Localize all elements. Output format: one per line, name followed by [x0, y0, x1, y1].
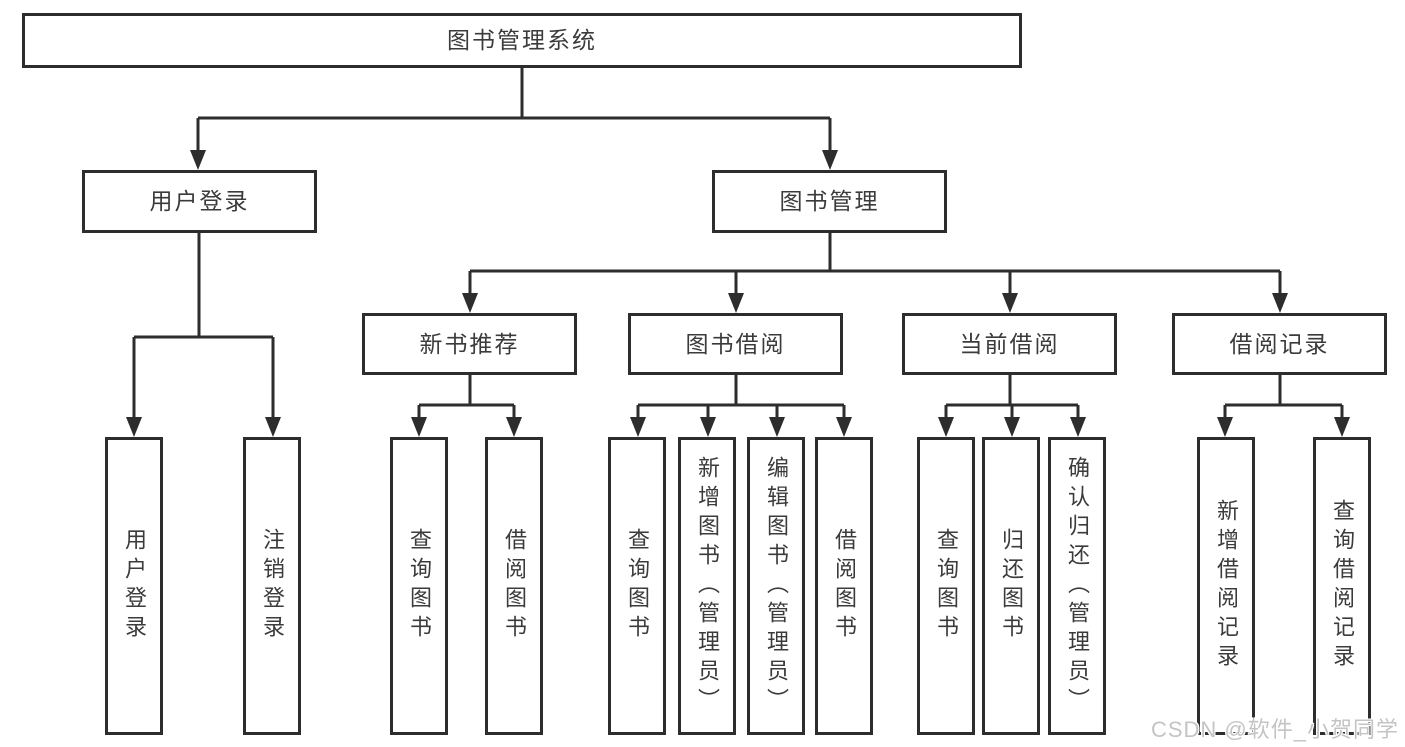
node-current-borrow: 当前借阅	[902, 313, 1117, 375]
node-borrow-query-books-label: 查询图书	[625, 528, 650, 644]
node-add-borrow-record: 新增借阅记录	[1197, 437, 1255, 735]
node-borrow-borrow-books: 借阅图书	[815, 437, 873, 735]
node-current-borrow-label: 当前借阅	[959, 330, 1060, 357]
node-edit-books-admin-label: 编辑图书（管理员）	[764, 455, 789, 717]
node-return-books: 归还图书	[982, 437, 1040, 735]
node-return-books-label: 归还图书	[999, 528, 1024, 644]
node-book-management-label: 图书管理	[779, 188, 880, 214]
node-add-borrow-record-label: 新增借阅记录	[1214, 499, 1239, 673]
node-current-query-books-label: 查询图书	[934, 528, 959, 644]
node-user-login-action: 用户登录	[105, 437, 163, 735]
node-book-borrow: 图书借阅	[628, 313, 843, 375]
node-query-borrow-record-label: 查询借阅记录	[1330, 499, 1355, 673]
node-user-login-action-label: 用户登录	[122, 528, 147, 644]
node-recommend-query-books: 查询图书	[390, 437, 448, 735]
node-add-books-admin: 新增图书（管理员）	[678, 437, 736, 735]
node-new-book-recommend-label: 新书推荐	[419, 330, 520, 357]
node-query-borrow-record: 查询借阅记录	[1313, 437, 1371, 735]
node-borrow-records: 借阅记录	[1172, 313, 1387, 375]
node-recommend-query-books-label: 查询图书	[407, 528, 432, 644]
node-confirm-return-admin: 确认归还（管理员）	[1048, 437, 1106, 735]
node-recommend-borrow-books-label: 借阅图书	[502, 528, 527, 644]
node-edit-books-admin: 编辑图书（管理员）	[747, 437, 805, 735]
node-book-management: 图书管理	[712, 170, 947, 233]
node-current-query-books: 查询图书	[917, 437, 975, 735]
node-logout-action: 注销登录	[243, 437, 301, 735]
node-library-system: 图书管理系统	[22, 13, 1022, 68]
node-borrow-records-label: 借阅记录	[1229, 330, 1330, 357]
node-recommend-borrow-books: 借阅图书	[485, 437, 543, 735]
node-borrow-query-books: 查询图书	[608, 437, 666, 735]
node-logout-action-label: 注销登录	[260, 528, 285, 644]
node-borrow-borrow-books-label: 借阅图书	[832, 528, 857, 644]
node-confirm-return-admin-label: 确认归还（管理员）	[1065, 455, 1090, 717]
node-user-login: 用户登录	[82, 170, 317, 233]
node-add-books-admin-label: 新增图书（管理员）	[695, 455, 720, 717]
node-book-borrow-label: 图书借阅	[685, 330, 786, 357]
node-user-login-label: 用户登录	[149, 188, 250, 214]
node-new-book-recommend: 新书推荐	[362, 313, 577, 375]
node-library-system-label: 图书管理系统	[447, 27, 597, 53]
